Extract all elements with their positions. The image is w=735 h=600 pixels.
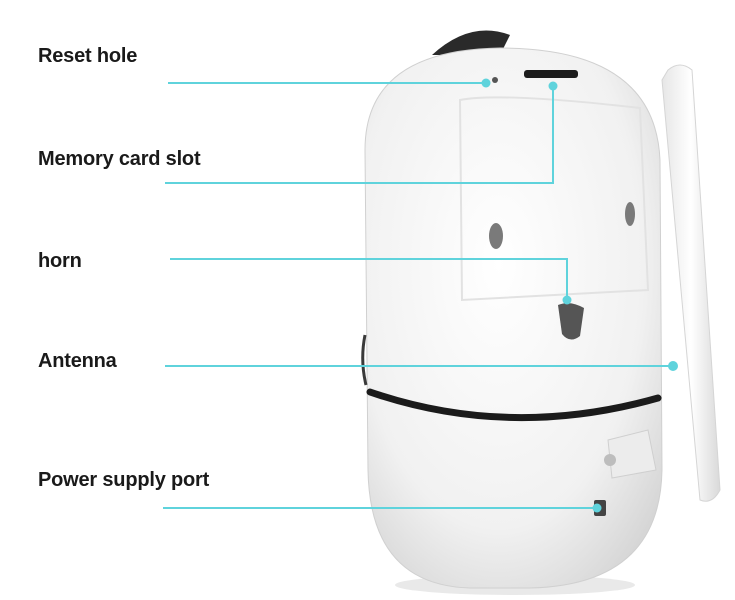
leader-dot-antenna — [668, 361, 678, 371]
memory-card-slot-shape — [524, 70, 578, 78]
antenna-shape — [661, 64, 721, 502]
black-band — [366, 388, 662, 422]
leader-lines — [163, 78, 678, 513]
label-reset-hole: Reset hole — [38, 45, 138, 67]
reset-hole-shape — [492, 77, 498, 83]
leader-line-horn — [170, 258, 568, 300]
head-panel-edge — [458, 96, 650, 302]
side-hole-left — [489, 223, 503, 249]
leader-dot-power-supply-port — [592, 503, 602, 513]
leader-dot-reset-hole — [481, 78, 491, 88]
side-hole-right — [625, 202, 635, 226]
label-power-supply-port: Power supply port — [38, 469, 210, 491]
antenna-joint — [604, 454, 616, 466]
label-horn: horn — [38, 250, 82, 272]
left-edge-shade — [361, 334, 368, 386]
leader-line-memory-card-slot — [165, 86, 554, 184]
leader-dot-horn — [562, 295, 572, 305]
label-antenna: Antenna — [38, 350, 117, 372]
leader-dot-memory-card-slot — [548, 81, 558, 91]
horn-shape — [558, 303, 584, 340]
label-memory-card-slot: Memory card slot — [38, 148, 201, 170]
